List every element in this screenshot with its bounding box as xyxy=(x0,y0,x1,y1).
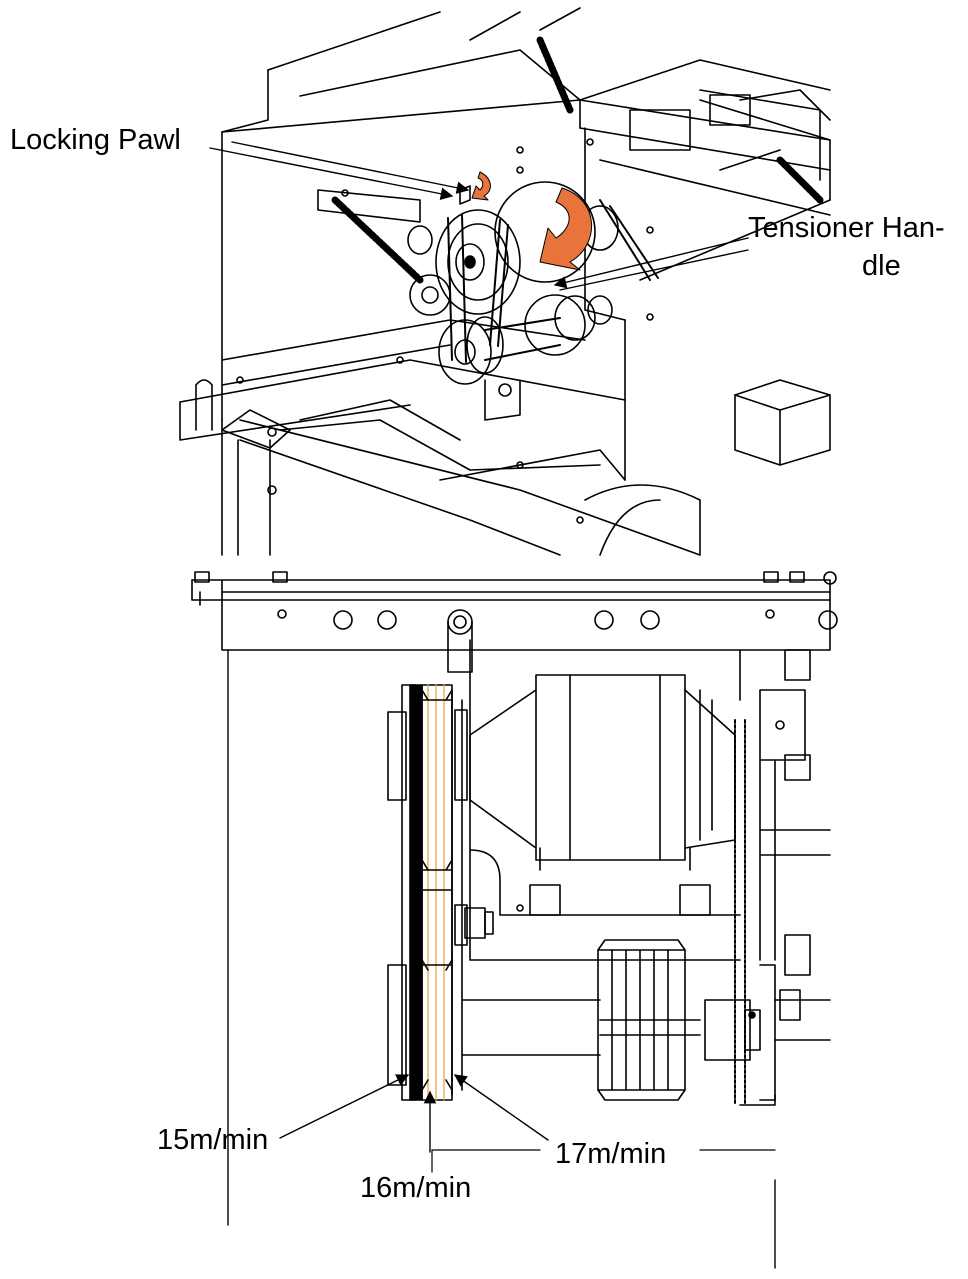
speed-17-leader xyxy=(453,1074,549,1141)
curved-arrow-icon xyxy=(539,187,593,271)
pawl-hanger xyxy=(447,609,473,673)
front-view xyxy=(191,571,838,1269)
speed-17-label: 17m/min xyxy=(555,1138,667,1170)
frame-legs xyxy=(195,379,291,556)
pulley-stack xyxy=(387,684,494,1101)
chain-drive xyxy=(704,649,831,1106)
tensioner-handle-label-line2: dle xyxy=(862,250,901,282)
isometric-view xyxy=(179,7,831,556)
locking-pawl-leader xyxy=(209,141,470,200)
drive-shaft xyxy=(461,999,701,1056)
top-rail xyxy=(191,571,838,651)
motor-housing xyxy=(584,94,831,556)
side-rails xyxy=(179,189,701,556)
curved-arrow-icon xyxy=(471,171,491,201)
speed-15-leader xyxy=(279,1074,410,1139)
locking-pawl-label: Locking Pawl xyxy=(10,124,181,156)
tensioner-handle-leader xyxy=(553,237,749,291)
frame-bolts xyxy=(236,138,654,524)
drive-pulley xyxy=(597,939,686,1101)
pulley-assembly xyxy=(407,181,659,421)
speed-15-label: 15m/min xyxy=(157,1124,269,1156)
tensioner-handle-label-line1: Tensioner Han- xyxy=(748,212,945,244)
motor-body xyxy=(469,639,741,961)
upper-housing xyxy=(221,7,831,481)
speed-16-label: 16m/min xyxy=(360,1172,472,1204)
